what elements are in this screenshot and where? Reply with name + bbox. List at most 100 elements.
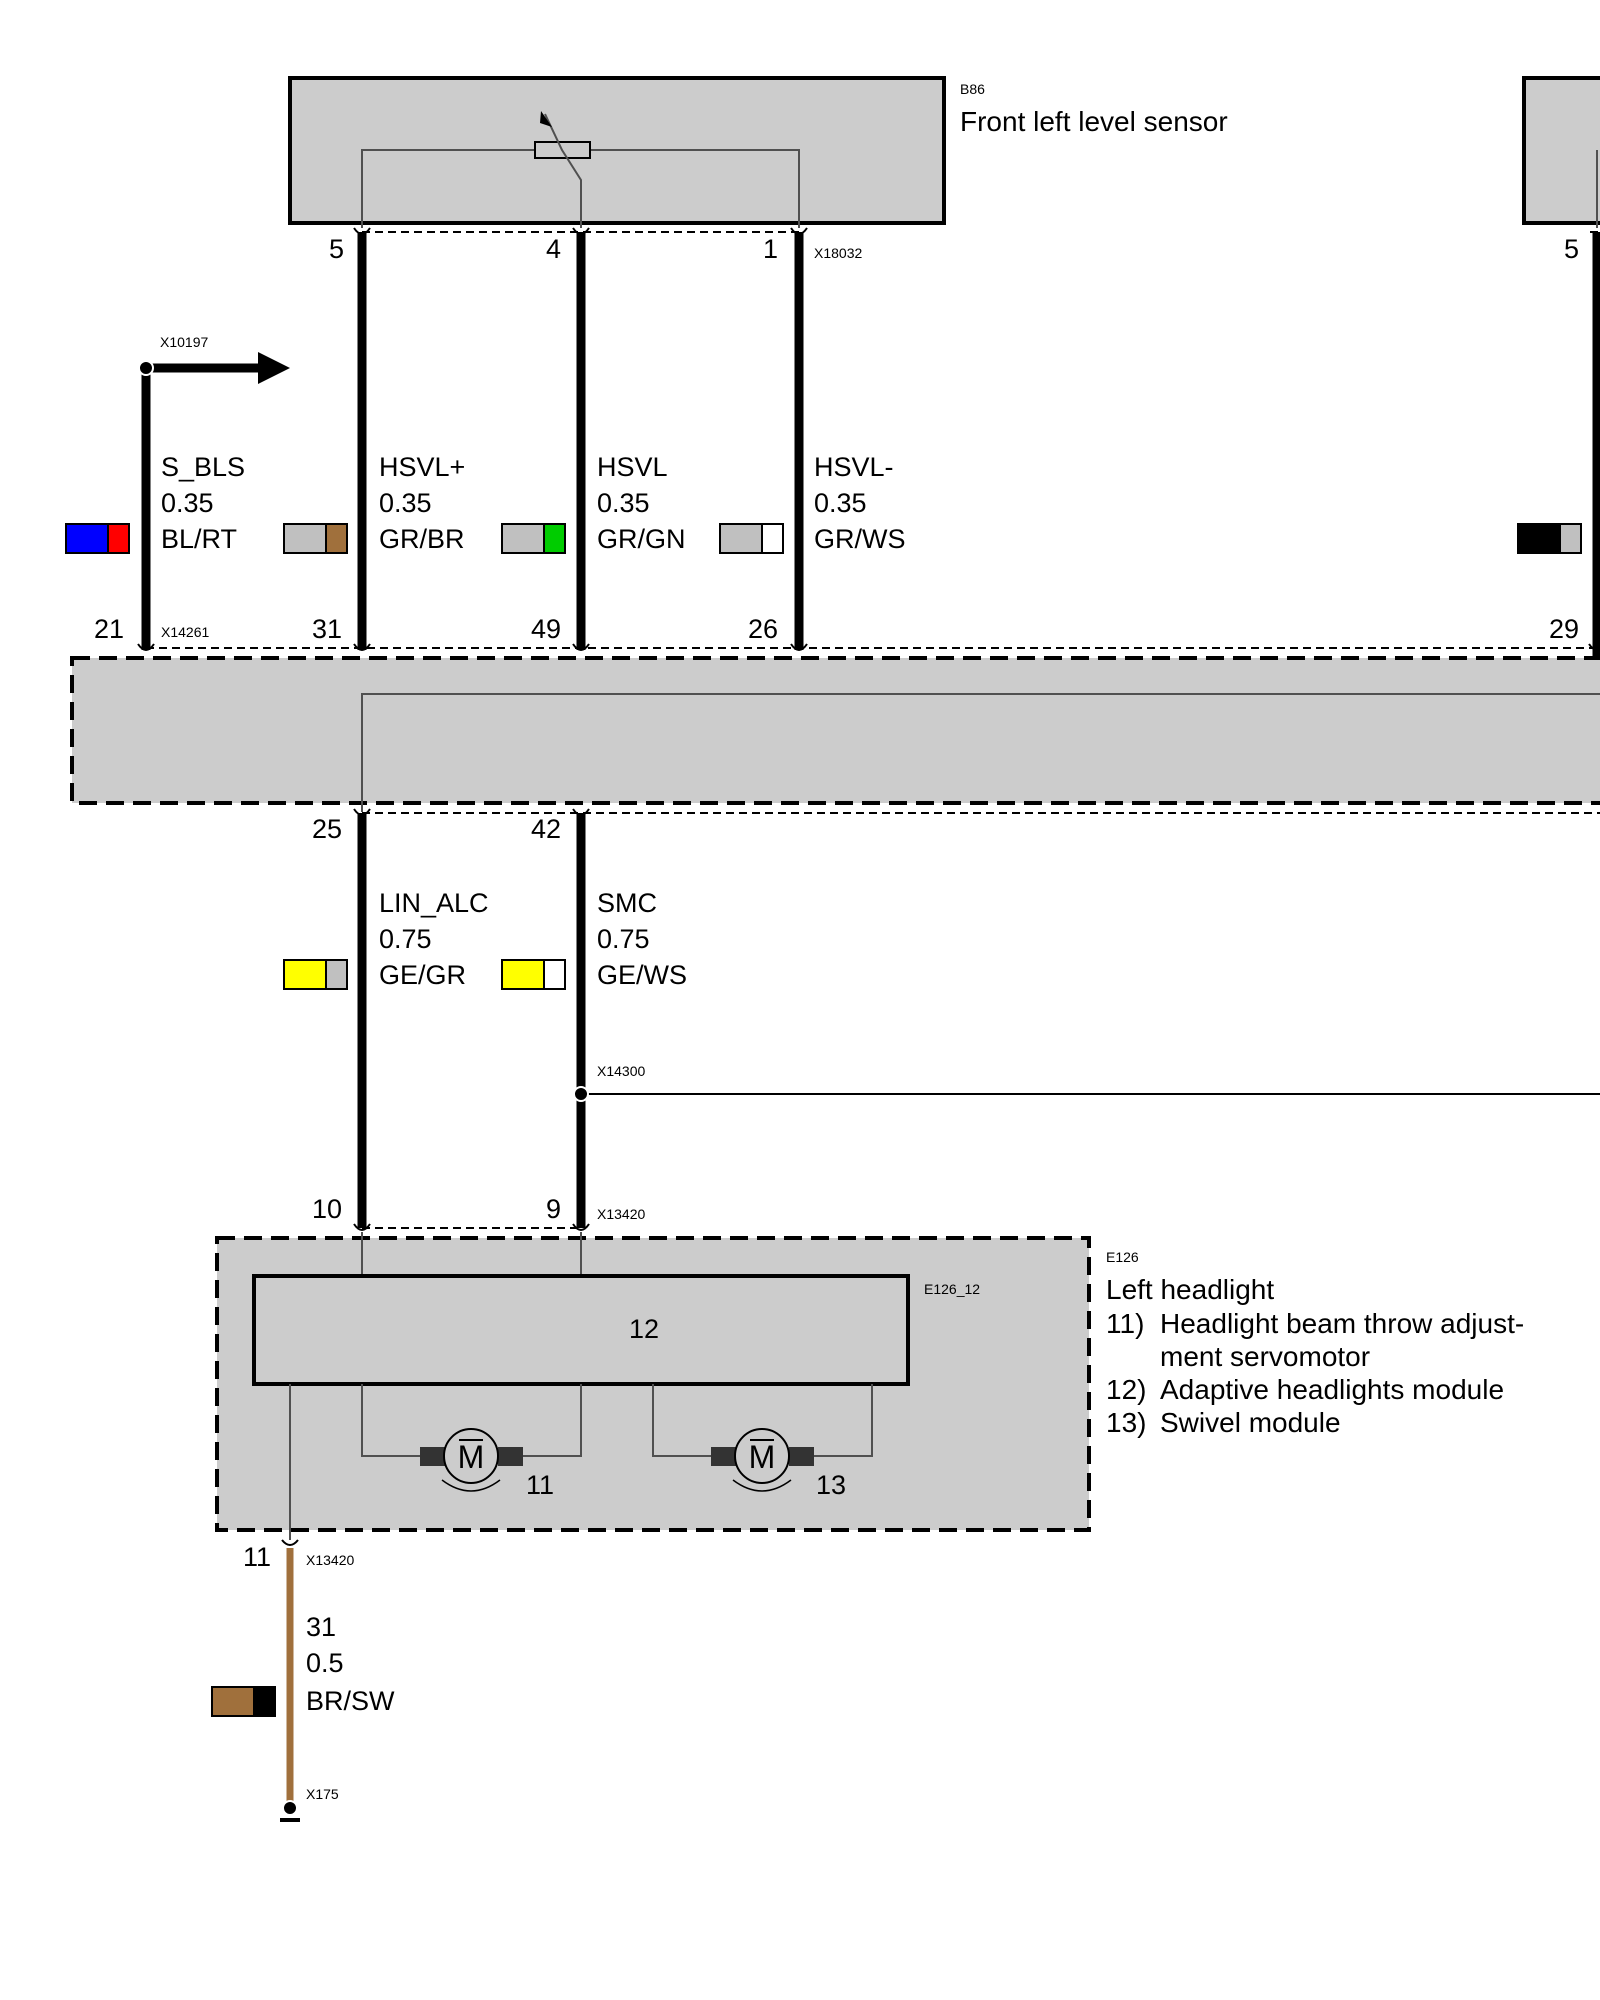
gauge-label: 0.75 <box>597 924 650 954</box>
wire-label-hsvl: HSVL 0.35 GR/GN <box>501 452 686 554</box>
motor-icon <box>443 1428 499 1484</box>
pin-cups <box>137 227 1600 1231</box>
right-sensor-housing <box>1522 76 1600 225</box>
color-swatch-secondary <box>543 523 566 554</box>
color-swatch-primary <box>211 1686 255 1717</box>
potentiometer-wiper <box>544 113 582 228</box>
color-swatch-primary <box>65 523 109 554</box>
wire-label-s-bls: S_BLS 0.35 BL/RT <box>65 452 245 554</box>
module-id: E126_12 <box>924 1281 980 1297</box>
color-swatch-primary <box>501 523 545 554</box>
pin-cup <box>572 643 590 651</box>
color-code-label: BL/RT <box>161 524 237 554</box>
connector-headlight-top: X13420 <box>597 1206 645 1222</box>
connector-headlight-bottom: X13420 <box>306 1552 354 1568</box>
wire-label-hsvl-plus: HSVL+ 0.35 GR/BR <box>283 452 465 554</box>
pin-cup <box>353 1223 371 1231</box>
gauge-label: 0.5 <box>306 1648 344 1678</box>
color-code-label: GE/WS <box>597 960 687 990</box>
sensor-id: B86 <box>960 81 985 97</box>
connector-splice: X14300 <box>597 1063 645 1079</box>
pin-ecu-29: 29 <box>1549 614 1579 644</box>
pin-cup <box>572 808 590 816</box>
pin-headlight-11: 11 <box>243 1542 271 1572</box>
color-swatch-primary <box>501 959 545 990</box>
pin-cup <box>572 1223 590 1231</box>
legend-num: 13) <box>1106 1407 1146 1438</box>
motor-m-glyph: M <box>458 1439 485 1475</box>
upper-wires: X10197 <box>138 232 804 650</box>
pin-ecu-31: 31 <box>312 614 342 644</box>
signal-label: S_BLS <box>161 452 245 482</box>
pin-cup <box>790 227 808 235</box>
legend-text: ment servomotor <box>1160 1341 1370 1372</box>
level-sensor-b86: B86 Front left level sensor <box>288 76 1228 228</box>
pin-cup <box>353 808 371 816</box>
gauge-label: 0.35 <box>379 488 432 518</box>
pin-cup <box>790 643 808 651</box>
motor-m-glyph: M <box>749 1439 776 1475</box>
pin-ecu-25: 25 <box>312 814 342 844</box>
wiper-arrow-head <box>540 111 552 127</box>
connector-ecu-top: X14261 <box>161 624 209 640</box>
arrow-right-icon <box>258 352 290 384</box>
pin-cup <box>281 1539 299 1546</box>
control-unit-housing <box>70 656 1600 805</box>
pin-cup <box>1588 643 1600 651</box>
color-swatch-primary <box>283 959 327 990</box>
right-swatch-right <box>1559 523 1582 554</box>
adaptive-headlight-module <box>252 1274 910 1386</box>
ground-symbol-icon <box>280 1818 300 1822</box>
motor-wire <box>361 1384 420 1457</box>
right-swatch-left <box>1517 523 1561 554</box>
control-unit-internal <box>361 693 1600 812</box>
motor-wire <box>522 1384 582 1457</box>
motor-terminal <box>498 1447 523 1466</box>
right-level-sensor-partial: 5 <box>1517 76 1600 660</box>
pin-headlight-10: 10 <box>312 1194 342 1224</box>
headlight-id: E126 <box>1106 1249 1139 1265</box>
pin-ecu-42: 42 <box>531 814 561 844</box>
control-unit <box>70 647 1600 814</box>
module-label: 12 <box>629 1314 659 1344</box>
signal-label: SMC <box>597 888 657 918</box>
legend-num: 11) <box>1106 1308 1144 1339</box>
signal-label: HSVL+ <box>379 452 465 482</box>
pin-ecu-26: 26 <box>748 614 778 644</box>
gauge-label: 0.35 <box>597 488 650 518</box>
pin-sensor-5: 5 <box>329 234 344 264</box>
pin-ecu-49: 49 <box>531 614 561 644</box>
gauge-label: 0.75 <box>379 924 432 954</box>
motor-terminal <box>420 1447 445 1466</box>
gauge-label: 0.35 <box>161 488 214 518</box>
color-swatch-secondary <box>325 523 348 554</box>
lower-wires: X14300 <box>357 813 1600 1228</box>
signal-label: LIN_ALC <box>379 888 489 918</box>
motor-13-label: 13 <box>816 1470 846 1500</box>
pin-ecu-21: 21 <box>94 614 124 644</box>
color-code-label: GE/GR <box>379 960 466 990</box>
splice-dot <box>573 1086 589 1102</box>
signal-label: 31 <box>306 1612 336 1642</box>
connector-branch: X10197 <box>160 334 208 350</box>
color-swatch-primary <box>283 523 327 554</box>
rotation-arrow-icon <box>732 1479 792 1492</box>
color-code-label: BR/SW <box>306 1686 395 1716</box>
pin-cup <box>137 643 155 651</box>
pin-sensor-4: 4 <box>546 234 561 264</box>
gauge-label: 0.35 <box>814 488 867 518</box>
left-headlight-e126: 12 E126_12 M 11 M 13 E126 <box>215 1232 1274 1540</box>
pin-sensor-1: 1 <box>763 234 778 264</box>
sensor-internal-left <box>361 149 535 228</box>
wire-label-ground: 31 0.5 BR/SW <box>211 1612 395 1717</box>
motor-wire <box>652 1384 711 1457</box>
motor-terminal <box>789 1447 814 1466</box>
motor-icon <box>734 1428 790 1484</box>
color-swatch-secondary <box>107 523 130 554</box>
legend-num: 12) <box>1106 1374 1146 1405</box>
color-swatch-primary <box>719 523 763 554</box>
color-swatch-secondary <box>325 959 348 990</box>
pin-cup <box>572 227 590 235</box>
legend-text: Swivel module <box>1160 1407 1341 1438</box>
